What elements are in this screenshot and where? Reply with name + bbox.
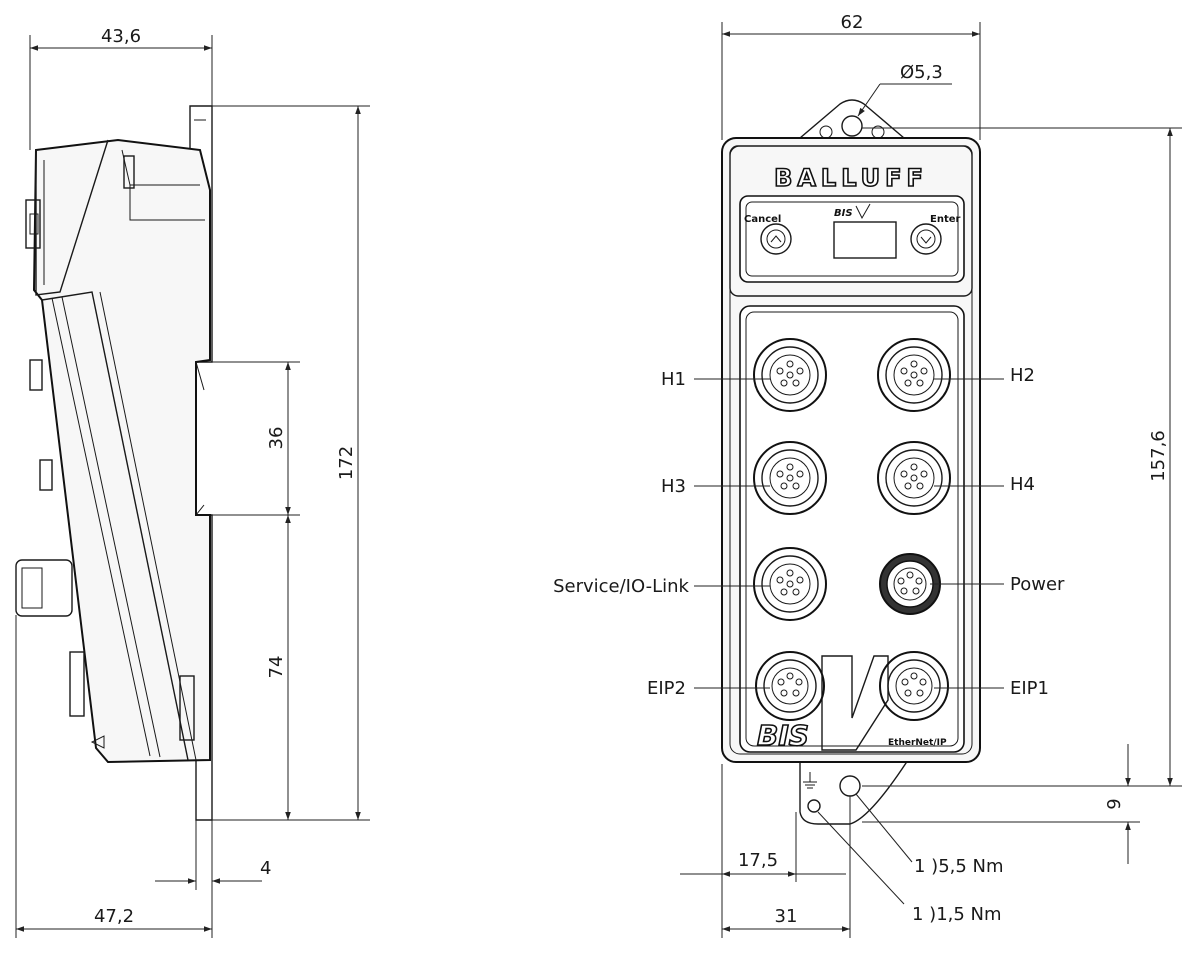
- label-h3: H3: [661, 476, 686, 497]
- front-view: BALLUFF BIS Cancel Enter BIS EtherNet/IP: [553, 12, 1182, 938]
- display-v-icon: [855, 203, 871, 220]
- enter-button[interactable]: [910, 223, 942, 255]
- side-power-connector: [15, 559, 73, 617]
- dim-width: 62: [841, 12, 864, 33]
- cancel-label: Cancel: [744, 214, 781, 225]
- v-logo: [821, 655, 889, 751]
- top-mount-tab: [798, 99, 906, 139]
- connector-panel: [739, 305, 965, 753]
- dim-rail-upper: 36: [266, 427, 287, 450]
- display-panel: [739, 195, 965, 283]
- label-service-io-link: Service/IO-Link: [553, 576, 689, 597]
- dim-height: 157,6: [1148, 430, 1169, 482]
- side-view: 43,6 47,2 4 172 36 74: [15, 26, 370, 938]
- torque-note-1: 1 )5,5 Nm: [914, 856, 1004, 877]
- port-eip1[interactable]: [879, 651, 949, 721]
- dim-rail-offset: 4: [260, 858, 271, 879]
- cancel-button[interactable]: [760, 223, 792, 255]
- top-mount-hole: [841, 115, 863, 137]
- bis-logo: BIS: [757, 719, 809, 752]
- ethernet-ip-logo: EtherNet/IP: [888, 738, 947, 748]
- port-service-io-link[interactable]: [753, 547, 827, 621]
- label-power: Power: [1010, 574, 1065, 595]
- brand-logo: BALLUFF: [774, 164, 928, 192]
- ground-hole: [807, 799, 821, 813]
- port-h1[interactable]: [753, 338, 827, 412]
- port-h4[interactable]: [877, 441, 951, 515]
- dim-width-bottom: 47,2: [94, 906, 134, 927]
- down-arrow-icon: [920, 236, 932, 244]
- dim-ground-offset: 17,5: [738, 850, 778, 871]
- label-h2: H2: [1010, 365, 1035, 386]
- port-h3[interactable]: [753, 441, 827, 515]
- dim-width-top: 43,6: [101, 26, 141, 47]
- label-eip2: EIP2: [647, 678, 686, 699]
- up-arrow-icon: [770, 235, 782, 243]
- port-eip2[interactable]: [755, 651, 825, 721]
- enter-label: Enter: [930, 214, 961, 225]
- side-top-cap: [123, 155, 135, 189]
- label-h4: H4: [1010, 474, 1035, 495]
- ground-icon: [803, 772, 817, 789]
- side-housing: [32, 138, 211, 764]
- dim-hole-diameter: Ø5,3: [900, 62, 943, 83]
- dim-hole-offset: 31: [775, 906, 798, 927]
- label-eip1: EIP1: [1010, 678, 1049, 699]
- dim-rail-lower: 74: [266, 656, 287, 679]
- top-module: [729, 145, 973, 297]
- dim-bottom-tab: 9: [1104, 798, 1125, 809]
- bottom-mount-tab: [799, 759, 910, 825]
- bottom-mount-hole: [839, 775, 861, 797]
- label-h1: H1: [661, 369, 686, 390]
- display-bis-label: BIS: [834, 208, 853, 219]
- dim-height-total: 172: [336, 446, 357, 480]
- port-h2[interactable]: [877, 338, 951, 412]
- torque-note-2: 1 )1,5 Nm: [912, 904, 1002, 925]
- display-screen: [833, 221, 897, 259]
